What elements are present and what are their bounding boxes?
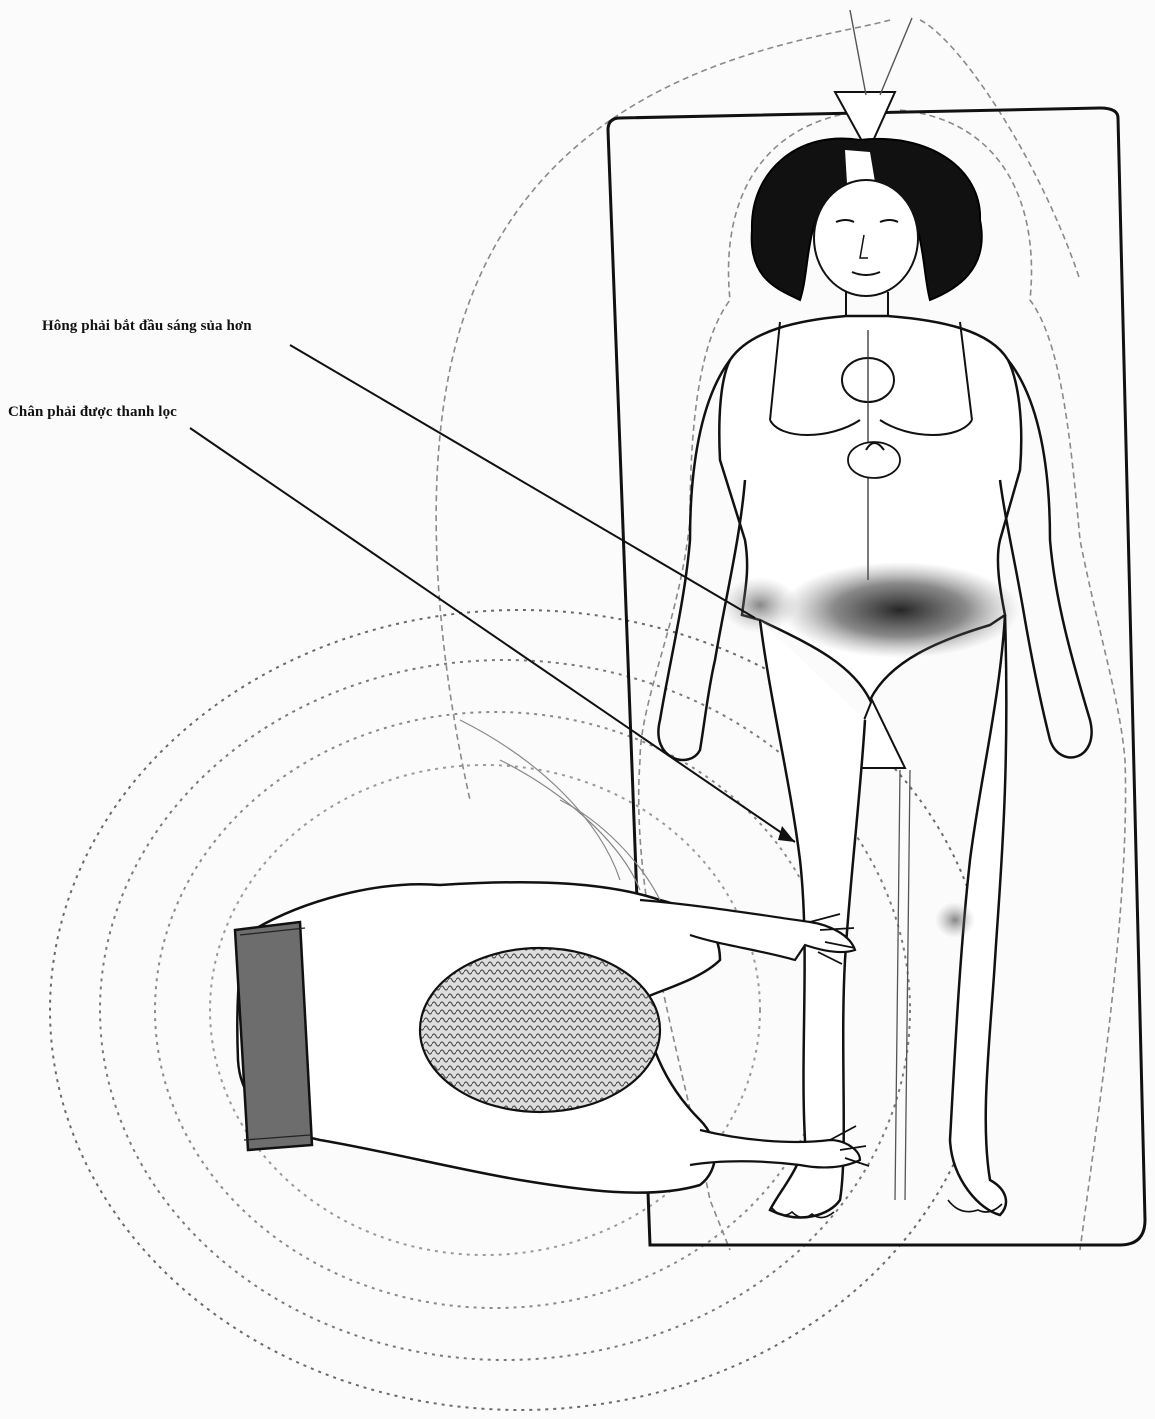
pelvis-dark-energy xyxy=(780,562,1020,658)
leg-pointer-line xyxy=(190,428,795,842)
hip-pointer-line xyxy=(290,345,755,618)
hip-annotation-label: Hông phải bắt đầu sáng sủa hơn xyxy=(42,318,252,335)
healer-belt xyxy=(235,922,312,1150)
leg-annotation-label: Chân phải được thanh lọc xyxy=(8,404,177,421)
patient-face xyxy=(814,180,918,296)
healer-head xyxy=(420,948,660,1112)
